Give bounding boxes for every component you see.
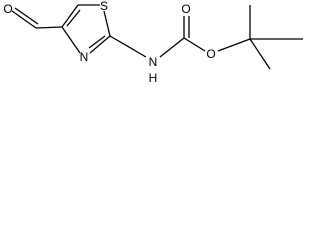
atom-ring-nitrogen: N: [80, 50, 89, 64]
bond-nh-carbonyl: [159, 37, 185, 58]
bond-tbutyl-methyl-down: [249, 38, 271, 70]
bond-ring-c4-c5: [61, 4, 79, 28]
bond-carbonyl-ester-o: [183, 37, 206, 52]
bond-ester-o-quaternary-c: [217, 38, 251, 52]
bond-ring-c2-n3: [89, 35, 111, 54]
bond-aldehyde-c-ring: [35, 26, 63, 29]
bond-ring-c2-n3-inner: [88, 35, 106, 49]
atom-aldehyde-oxygen: O: [3, 2, 12, 16]
bond-aldehyde-c-o-2: [14, 7, 39, 25]
atom-amide-nitrogen: N: [149, 55, 158, 69]
atom-ester-oxygen: O: [206, 47, 215, 61]
bond-ring-c4-c5-inner: [66, 9, 81, 27]
atom-carbonyl-oxygen: O: [181, 2, 190, 16]
chemical-structure: O S N N H O O: [3, 0, 303, 85]
bond-ring-s-c2: [103, 10, 111, 37]
atom-amide-hydrogen: H: [149, 71, 158, 85]
atom-ring-sulfur: S: [100, 0, 108, 13]
bond-aldehyde-c-o-1: [11, 10, 37, 29]
bond-ring-n3-c4: [61, 26, 81, 54]
bond-c2-nh: [109, 35, 147, 58]
